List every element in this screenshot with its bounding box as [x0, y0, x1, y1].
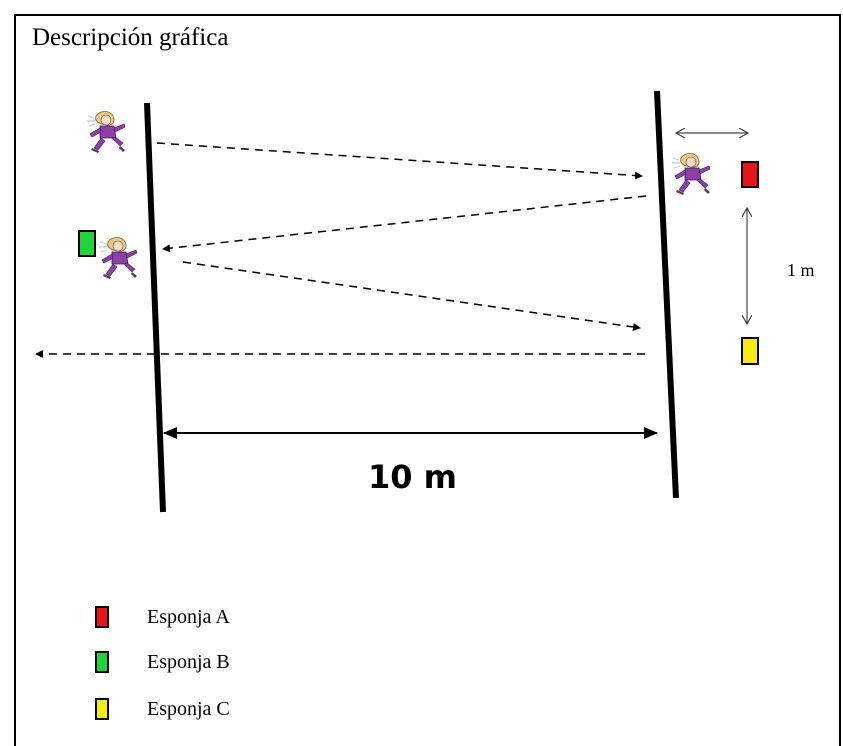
legend-swatch-a	[95, 606, 109, 628]
distance-label: 10 m	[368, 458, 457, 496]
path-arrow-out-2	[182, 261, 641, 331]
legend-label-b: Esponja B	[147, 651, 230, 673]
legend-label-a: Esponja A	[147, 606, 230, 628]
diagram-frame	[14, 14, 841, 746]
start-line	[144, 102, 166, 513]
legend-label-c: Esponja C	[147, 698, 230, 720]
sponge-c	[741, 337, 759, 365]
sponge-b	[78, 230, 96, 257]
sponge-a	[741, 161, 759, 188]
diagram-title: Descripción gráfica	[32, 24, 229, 51]
turn-line	[654, 90, 679, 499]
runner-icon	[671, 152, 711, 196]
runner-icon	[98, 236, 138, 280]
runner-icon	[86, 110, 126, 154]
spacing-label: 1 m	[787, 260, 815, 280]
path-arrow-back-1	[162, 195, 647, 253]
legend-swatch-c	[95, 698, 109, 720]
legend-swatch-b	[95, 651, 109, 673]
path-arrow-out-1	[156, 142, 643, 180]
